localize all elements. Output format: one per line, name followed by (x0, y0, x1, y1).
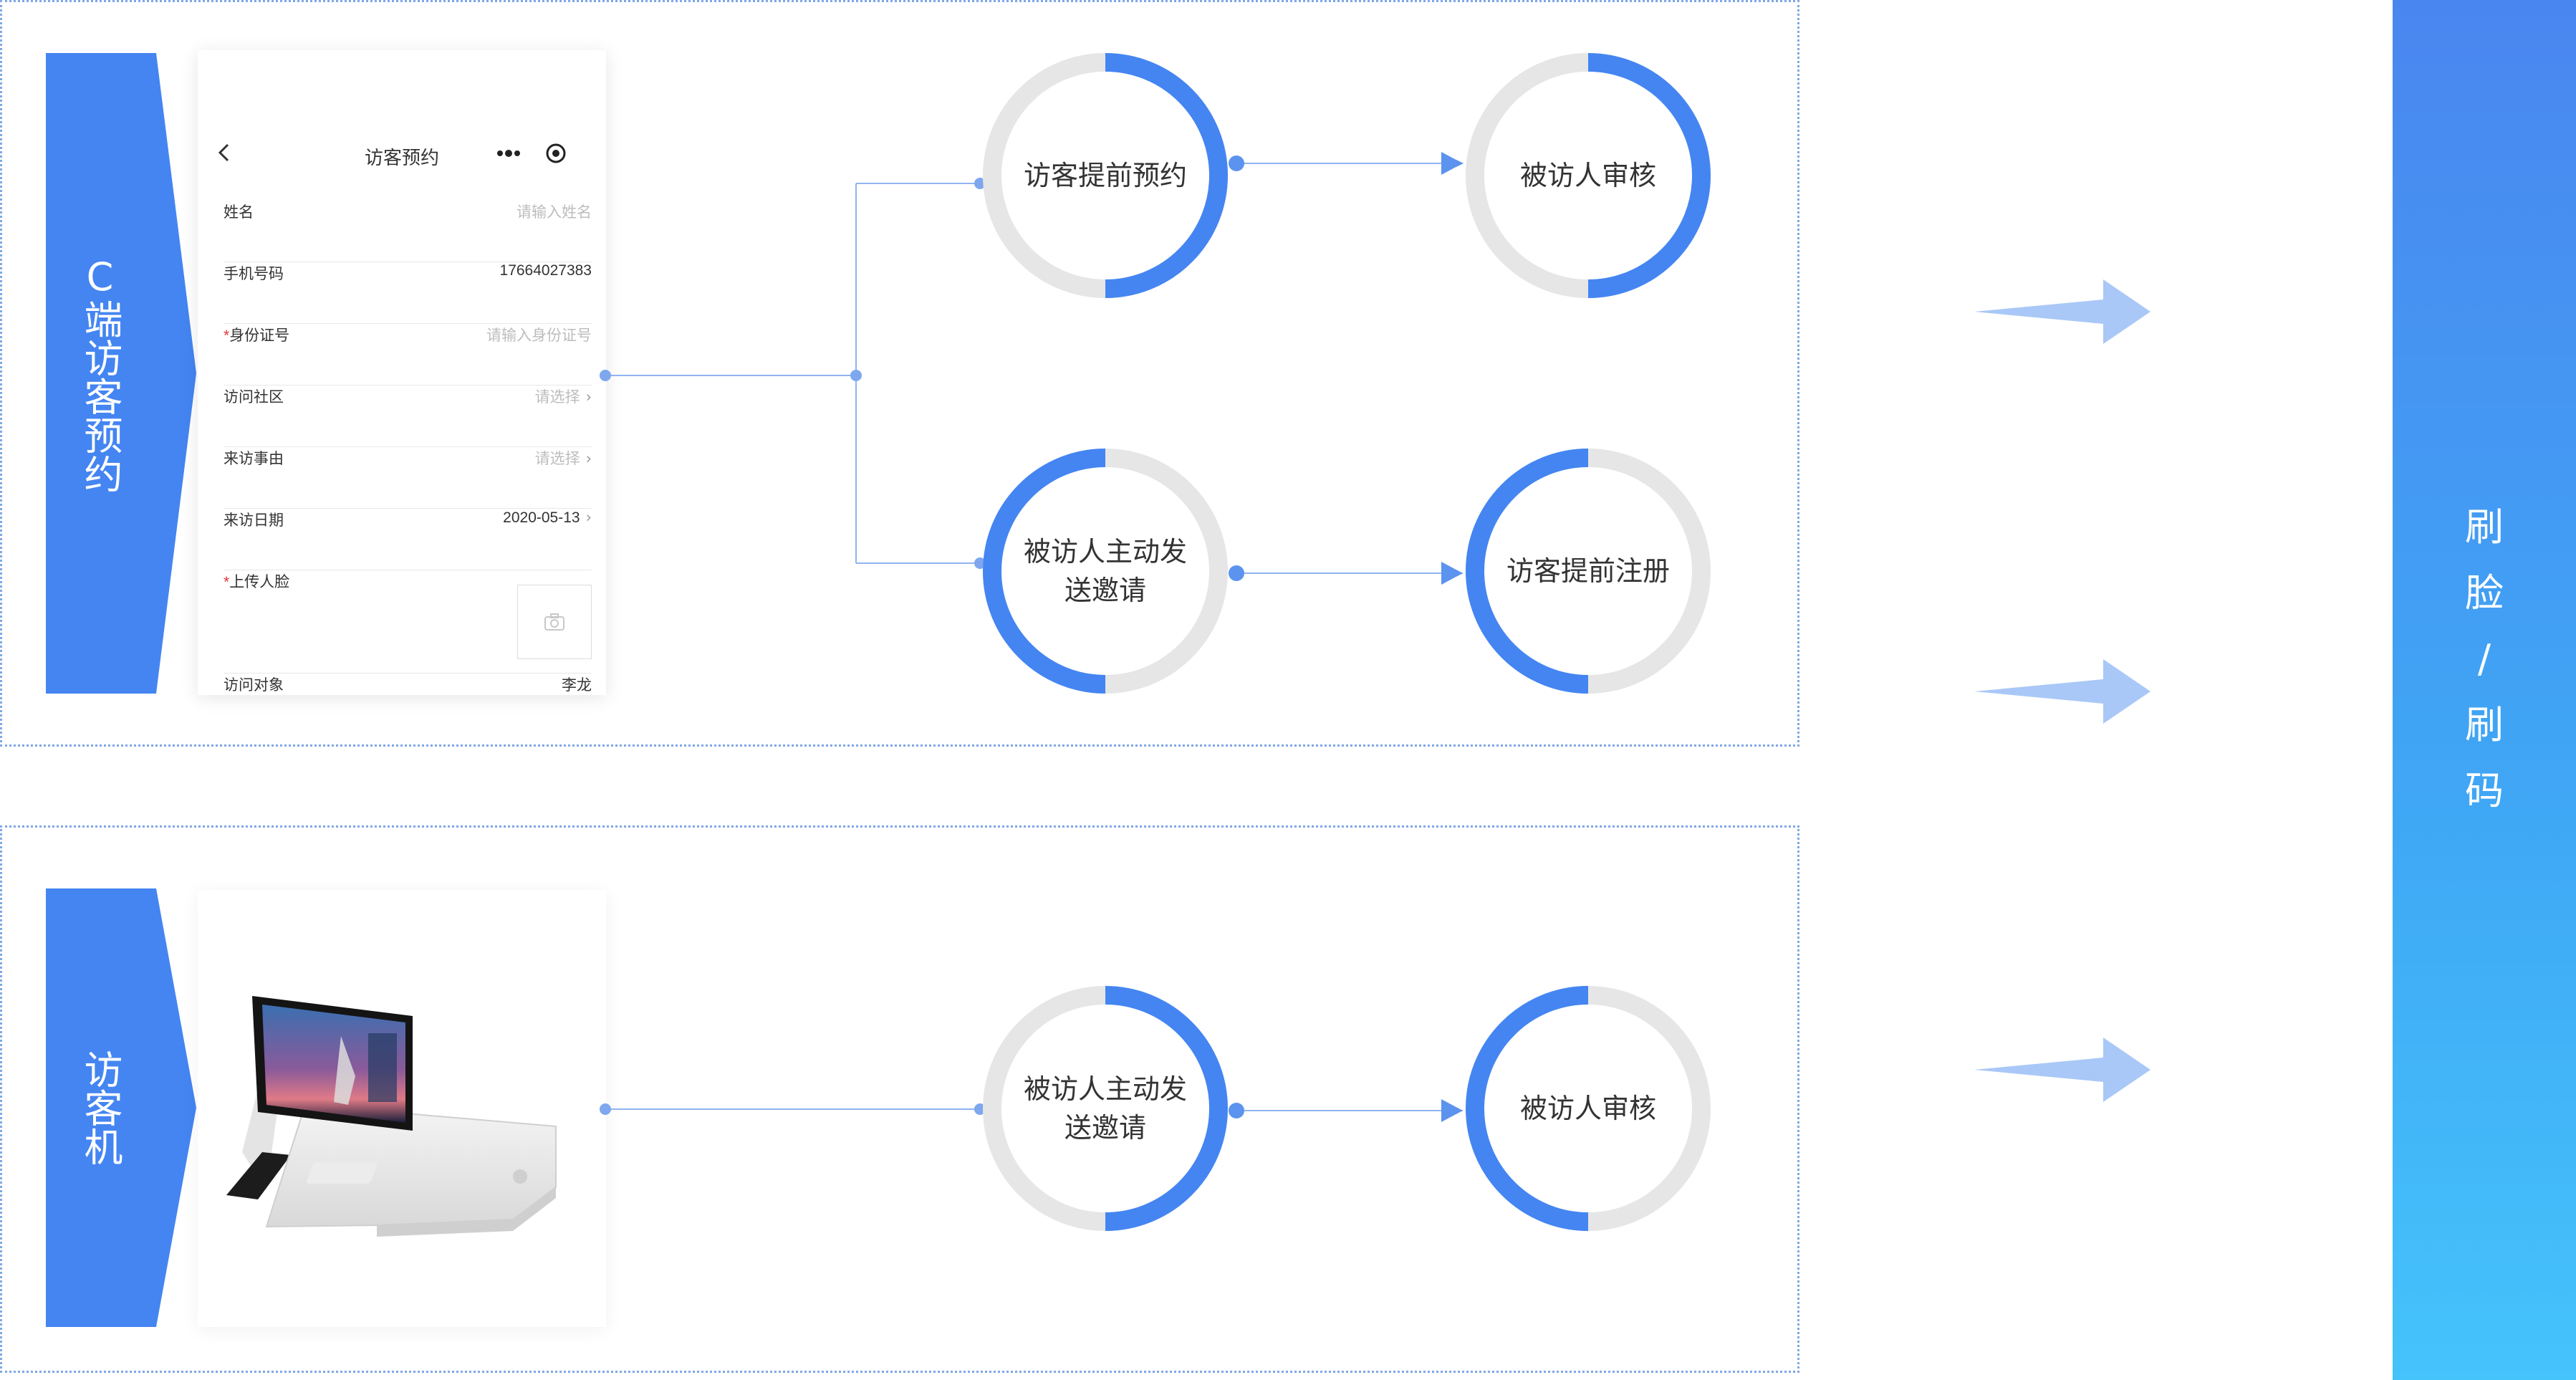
camera-icon (544, 613, 564, 631)
required-mark: * (224, 327, 230, 344)
node-visitor-prebook: 访客提前预约 (980, 50, 1231, 301)
node-label: 被访人主动发送邀请 (1023, 536, 1187, 606)
form-row-label: 姓名 (224, 201, 254, 222)
form-row[interactable]: 姓名 请输入姓名 (224, 201, 592, 262)
form-row-value: 17664027383 (500, 262, 592, 279)
node-kiosk-host-review: 被访人审核 (1463, 983, 1714, 1234)
right-bar-label-char: 刷 (2465, 702, 2504, 747)
form-row-label: *上传人脸 (224, 570, 289, 592)
form-row[interactable]: 手机号码 17664027383 (224, 262, 592, 324)
form-row[interactable]: 访问对象 李龙 (224, 674, 592, 735)
form-row-label: 来访事由 (224, 447, 284, 469)
form-row-label-text: 身份证号 (229, 327, 290, 344)
form-row[interactable]: 来访事由 请选择 › (224, 447, 592, 509)
face-or-code-scan-bar: 刷脸/刷码 (2393, 0, 2576, 1380)
section-top-frame (0, 0, 1799, 747)
node-label: 访客提前注册 (1506, 555, 1670, 587)
form-row-placeholder: 请输入身份证号 (486, 324, 592, 345)
section-bottom-frame (0, 825, 1799, 1373)
form-row[interactable]: 来访日期 2020-05-13 › (224, 509, 592, 570)
form-row-label-text: 访问对象 (224, 677, 284, 694)
right-bar-label-char: 码 (2465, 768, 2504, 813)
form-row-label: 访问社区 (224, 385, 284, 407)
form-row-placeholder-text: 请选择 (534, 451, 580, 467)
section-bottom-tag: 访客机 (46, 888, 196, 1327)
node-host-invite: 被访人主动发送邀请 (980, 446, 1231, 696)
mini-program-capsule (484, 138, 579, 169)
form-row-value-text: 李龙 (562, 677, 592, 694)
form-row-value: 2020-05-13 › (503, 509, 592, 527)
right-bar-label-char: / (2477, 636, 2491, 681)
form-row-label: *身份证号 (224, 324, 289, 345)
form-row-placeholder-text: 请输入身份证号 (486, 327, 592, 344)
required-mark: * (224, 574, 230, 590)
form-row-label-text: 访问社区 (224, 389, 284, 406)
form-row-label-text: 来访日期 (224, 512, 284, 529)
form-row-label: 手机号码 (224, 262, 284, 284)
right-bar-label: 刷脸/刷码 (2393, 494, 2576, 824)
section-top-tag-label: C端访客预约 (77, 254, 122, 493)
upload-face-button[interactable] (517, 585, 592, 659)
visitor-kiosk-image (226, 996, 557, 1237)
section-top-tag: C端访客预约 (46, 53, 196, 694)
form-row-value-text: 17664027383 (499, 262, 592, 279)
node-label: 访客提前预约 (1023, 160, 1187, 191)
form-row-label-text: 来访事由 (224, 451, 284, 467)
chevron-right-icon: › (585, 388, 592, 406)
arrow-right-icon (1974, 279, 2150, 344)
back-arrow-icon[interactable] (213, 142, 235, 163)
section-bottom-tag-label: 访客机 (77, 1050, 122, 1166)
chevron-right-icon: › (585, 509, 592, 526)
node-label: 被访人审核 (1519, 160, 1656, 191)
form-row[interactable]: *上传人脸 (224, 570, 592, 674)
form-row-label-text: 上传人脸 (229, 574, 290, 590)
form-row-placeholder: 请选择 › (535, 447, 592, 469)
close-target-icon[interactable] (545, 143, 567, 164)
form-row-label: 来访日期 (224, 509, 284, 530)
form-row[interactable]: *身份证号 请输入身份证号 (224, 324, 592, 385)
form-row-label-text: 手机号码 (224, 266, 284, 282)
more-icon[interactable] (496, 148, 521, 158)
form-row-label: 访问对象 (224, 674, 284, 695)
form-row-placeholder: 请输入姓名 (516, 201, 592, 222)
node-kiosk-host-invite: 被访人主动发送邀请 (980, 983, 1231, 1234)
form-row-placeholder: 请选择 › (535, 385, 592, 407)
form-row-label-text: 姓名 (224, 204, 254, 221)
form-row-placeholder-text: 请选择 (534, 389, 580, 406)
right-bar-label-char: 刷 (2465, 504, 2504, 550)
node-label: 被访人审核 (1519, 1093, 1656, 1124)
form-row-value: 李龙 (562, 674, 592, 695)
node-label: 被访人主动发送邀请 (1023, 1073, 1187, 1144)
arrow-right-icon (1974, 659, 2150, 724)
visitor-kiosk-card (198, 890, 606, 1327)
right-bar-label-char: 脸 (2465, 570, 2504, 615)
chevron-right-icon: › (585, 450, 592, 467)
form-title: 访客预约 (364, 147, 439, 168)
form-row-value-text: 2020-05-13 (503, 509, 580, 526)
node-host-review: 被访人审核 (1463, 50, 1714, 301)
arrow-right-icon (1974, 1038, 2150, 1102)
form-row[interactable]: 访问社区 请选择 › (224, 385, 592, 447)
form-row-placeholder-text: 请输入姓名 (516, 204, 592, 221)
node-visitor-preregister: 访客提前注册 (1463, 446, 1714, 696)
